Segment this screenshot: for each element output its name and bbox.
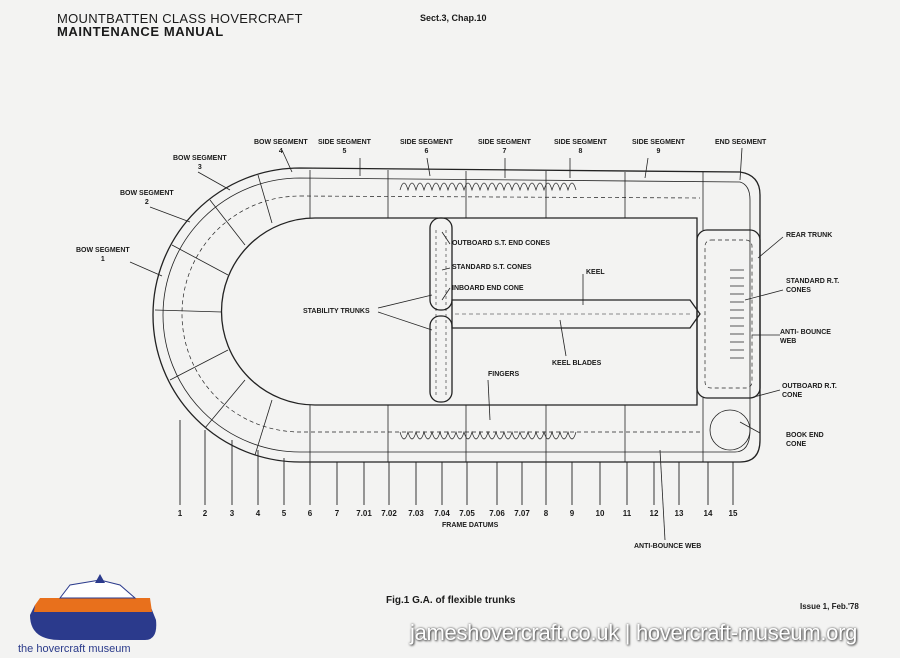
frame-datum-label: 2 (202, 509, 208, 518)
label-anti-bounce-web-bottom: ANTI-BOUNCE WEB (634, 543, 702, 550)
fingers-top (399, 182, 577, 192)
frame-datum-label: 7 (334, 509, 340, 518)
label-keel: KEEL (586, 269, 605, 276)
frame-datum-label: 1 (177, 509, 183, 518)
label-keel-blades: KEEL BLADES (552, 360, 602, 367)
label-outboard-rt-cone: OUTBOARD R.T. CONE (782, 383, 837, 399)
frame-datum-label: 14 (703, 509, 713, 518)
frame-datum-label: 7.07 (514, 509, 530, 518)
logo-text: the hovercraft museum (18, 643, 131, 655)
label-side-segment-9: SIDE SEGMENT 9 (632, 139, 685, 155)
label-fingers: FINGERS (488, 371, 520, 378)
frame-datum-label: 7.05 (459, 509, 475, 518)
label-anti-bounce-web-right: ANTI- BOUNCE WEB (780, 329, 831, 345)
label-standard-rt-cones: STANDARD R.T. CONES (786, 278, 840, 294)
skirt-dashed-line (181, 195, 701, 433)
label-side-segment-8: SIDE SEGMENT 8 (554, 139, 607, 155)
stability-trunk-upper (429, 217, 453, 311)
label-side-segment-6: SIDE SEGMENT 6 (400, 139, 453, 155)
rear-trunk-cones (730, 269, 744, 359)
frame-datum-label: 5 (281, 509, 287, 518)
label-standard-st-cones: STANDARD S.T. CONES (452, 264, 532, 271)
manual-subtitle: MAINTENANCE MANUAL (57, 24, 224, 39)
frame-datum-label: 4 (255, 509, 261, 518)
keel (451, 299, 701, 329)
frame-datum-label: 7.01 (356, 509, 372, 518)
label-bow-segment-1: BOW SEGMENT 1 (76, 247, 130, 263)
label-end-segment: END SEGMENT (715, 139, 767, 146)
frame-datum-label: 12 (649, 509, 659, 518)
section-reference: Sect.3, Chap.10 (420, 13, 487, 23)
frame-datum-ticks (179, 420, 734, 505)
frame-datum-label: 10 (595, 509, 605, 518)
watermark: jameshovercraft.co.uk | hovercraft-museu… (410, 620, 858, 645)
frame-datum-label: 6 (307, 509, 313, 518)
label-rear-trunk: REAR TRUNK (786, 232, 833, 239)
frame-datums-title: FRAME DATUMS (442, 522, 499, 529)
leader-lines (129, 147, 784, 541)
frame-datum-label: 7.06 (489, 509, 505, 518)
frame-datum-label: 7.02 (381, 509, 397, 518)
label-bow-segment-2: BOW SEGMENT 2 (120, 190, 174, 206)
issue-date: Issue 1, Feb.'78 (800, 602, 859, 611)
outer-skirt-outline (152, 167, 761, 463)
stability-trunk-lower (429, 315, 453, 403)
frame-datum-label: 9 (569, 509, 575, 518)
frame-datum-label: 15 (728, 509, 738, 518)
fingers-bottom (399, 430, 577, 440)
figure-caption: Fig.1 G.A. of flexible trunks (386, 595, 516, 606)
label-inboard-end-cone: INBOARD END CONE (452, 285, 524, 292)
label-side-segment-7: SIDE SEGMENT 7 (478, 139, 531, 155)
inner-hole-outline (220, 217, 698, 406)
frame-datum-label: 7.04 (434, 509, 450, 518)
segment-dividers (154, 170, 704, 462)
frame-datum-label: 8 (543, 509, 549, 518)
frame-datum-label: 3 (229, 509, 235, 518)
label-book-end-cone: BOOK END CONE (786, 432, 824, 448)
frame-datum-label: 11 (622, 509, 632, 518)
hovercraft-museum-logo (30, 574, 157, 640)
frame-datum-label: 13 (674, 509, 684, 518)
label-bow-segment-3: BOW SEGMENT 3 (173, 155, 227, 171)
label-outboard-st-end-cones: OUTBOARD S.T. END CONES (452, 240, 551, 247)
skirt-inner-line (162, 177, 751, 453)
book-end-cone (709, 409, 751, 451)
label-bow-segment-4: BOW SEGMENT 4 (254, 139, 308, 155)
label-stability-trunks: STABILITY TRUNKS (303, 308, 370, 315)
manual-title: MOUNTBATTEN CLASS HOVERCRAFT (57, 11, 303, 26)
rear-trunk (696, 229, 761, 399)
label-side-segment-5: SIDE SEGMENT 5 (318, 139, 371, 155)
frame-datum-label: 7.03 (408, 509, 424, 518)
